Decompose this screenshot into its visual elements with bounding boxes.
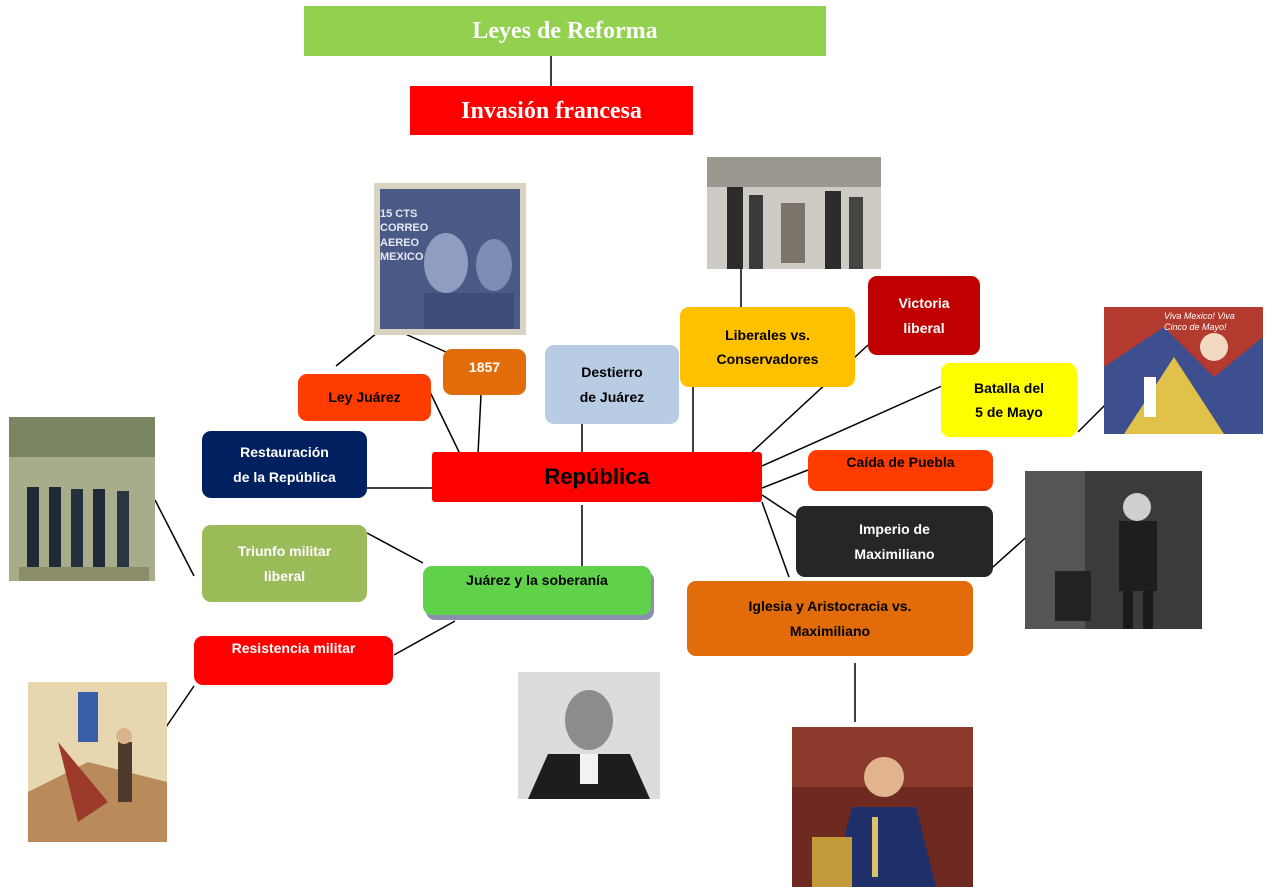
node-label: Restauración de la República: [233, 444, 336, 485]
resistance-painting-image: [28, 682, 167, 842]
connector-execution: [154, 499, 195, 577]
cinco-de-mayo-poster-image: Viva Mexico! Viva Cinco de Mayo!: [1104, 307, 1263, 434]
node-label: Liberales vs. Conservadores: [716, 326, 819, 368]
node-label: Victoria liberal: [898, 295, 950, 336]
node-batalla: Batalla del 5 de Mayo: [941, 363, 1077, 437]
connector-imperio: [761, 494, 798, 519]
connector-iglesia: [761, 501, 790, 578]
title-box: Leyes de Reforma: [304, 6, 826, 56]
maximiliano-portrait-image: [792, 727, 973, 887]
subtitle-box: Invasión francesa: [410, 86, 693, 135]
execution-painting-image: [9, 417, 155, 581]
node-label: Iglesia y Aristocracia vs. Maximiliano: [748, 598, 912, 639]
node-victoria: Victoria liberal: [868, 276, 980, 355]
title-text: Leyes de Reforma: [472, 18, 658, 44]
node-resistencia: Resistencia militar: [194, 636, 393, 685]
maximiliano-photo-image: [1025, 471, 1202, 629]
juarez-portrait-image: [518, 672, 660, 799]
node-label: Resistencia militar: [231, 640, 356, 656]
node-iglesia: Iglesia y Aristocracia vs. Maximiliano: [687, 581, 973, 656]
node-ley-juarez: Ley Juárez: [298, 374, 431, 421]
node-label: Caída de Puebla: [846, 454, 955, 470]
node-label: Juárez y la soberanía: [466, 572, 608, 588]
stamp-image: 15 CTS CORREO AEREO MEXICO: [374, 183, 526, 335]
node-restauracion: Restauración de la República: [202, 431, 367, 498]
subtitle-text: Invasión francesa: [461, 97, 642, 124]
poster-caption: Viva Mexico! Viva Cinco de Mayo!: [1164, 311, 1235, 332]
node-liberales: Liberales vs. Conservadores: [680, 307, 855, 387]
node-label: 1857: [468, 359, 501, 375]
connector-batalla: [761, 384, 945, 467]
node-label: Batalla del 5 de Mayo: [973, 379, 1045, 421]
node-imperio: Imperio de Maximiliano: [796, 506, 993, 577]
connector-caida: [761, 469, 809, 489]
connector-resistance-img: [163, 685, 195, 731]
node-soberania: Juárez y la soberanía: [423, 566, 651, 615]
node-label: Triunfo militar liberal: [237, 543, 332, 584]
connector-stamp-1857: [402, 332, 447, 353]
connector-resistencia: [393, 620, 456, 656]
connector-leyjuarez: [429, 391, 461, 455]
connector-stamp: [335, 332, 378, 367]
node-label: Imperio de Maximiliano: [854, 521, 935, 562]
center-node: República: [432, 452, 762, 502]
node-destierro: Destierro de Juárez: [545, 345, 679, 424]
node-label: Destierro de Juárez: [579, 364, 645, 405]
connector-1857: [477, 394, 482, 455]
connector-poster: [1077, 404, 1106, 433]
connector-triunfo: [366, 532, 424, 564]
center-label: República: [544, 463, 650, 489]
node-1857: 1857: [443, 349, 526, 395]
node-triunfo: Triunfo militar liberal: [202, 525, 367, 602]
stamp-caption: 15 CTS CORREO AEREO MEXICO: [380, 208, 429, 263]
node-caida: Caída de Puebla: [808, 450, 993, 491]
liberals-engraving-image: [707, 157, 881, 269]
node-label: Ley Juárez: [328, 389, 401, 406]
